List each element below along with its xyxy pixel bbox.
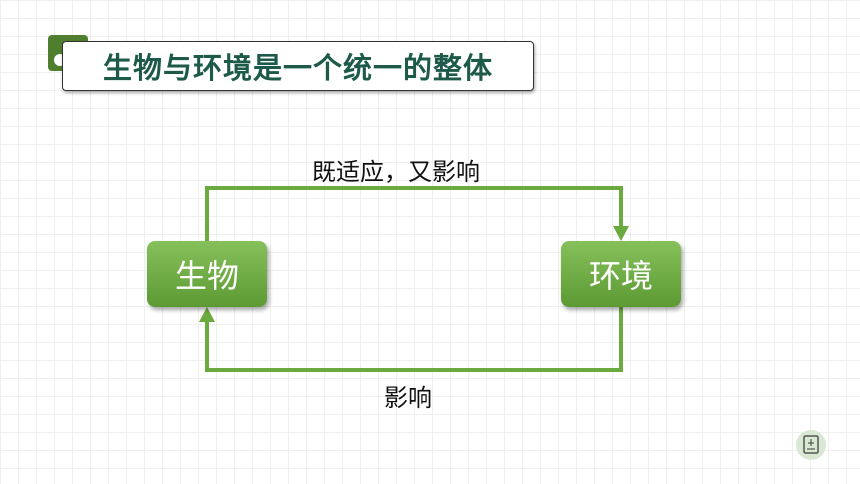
corner-badge[interactable]: [796, 430, 826, 460]
page-title: 生物与环境是一个统一的整体: [102, 51, 493, 85]
edge-label-bottom: 影响: [384, 384, 432, 412]
title-box: 生物与环境是一个统一的整体: [62, 41, 534, 91]
arrowhead-up: [199, 307, 215, 322]
arrow-organism-to-environment: [205, 186, 623, 241]
book-icon: [803, 435, 819, 454]
arrow-environment-to-organism: [205, 307, 623, 372]
node-organism: 生物: [147, 241, 267, 307]
node-environment: 环境: [561, 241, 681, 307]
arrowhead-down: [613, 226, 629, 241]
edge-label-top: 既适应，又影响: [312, 158, 480, 186]
